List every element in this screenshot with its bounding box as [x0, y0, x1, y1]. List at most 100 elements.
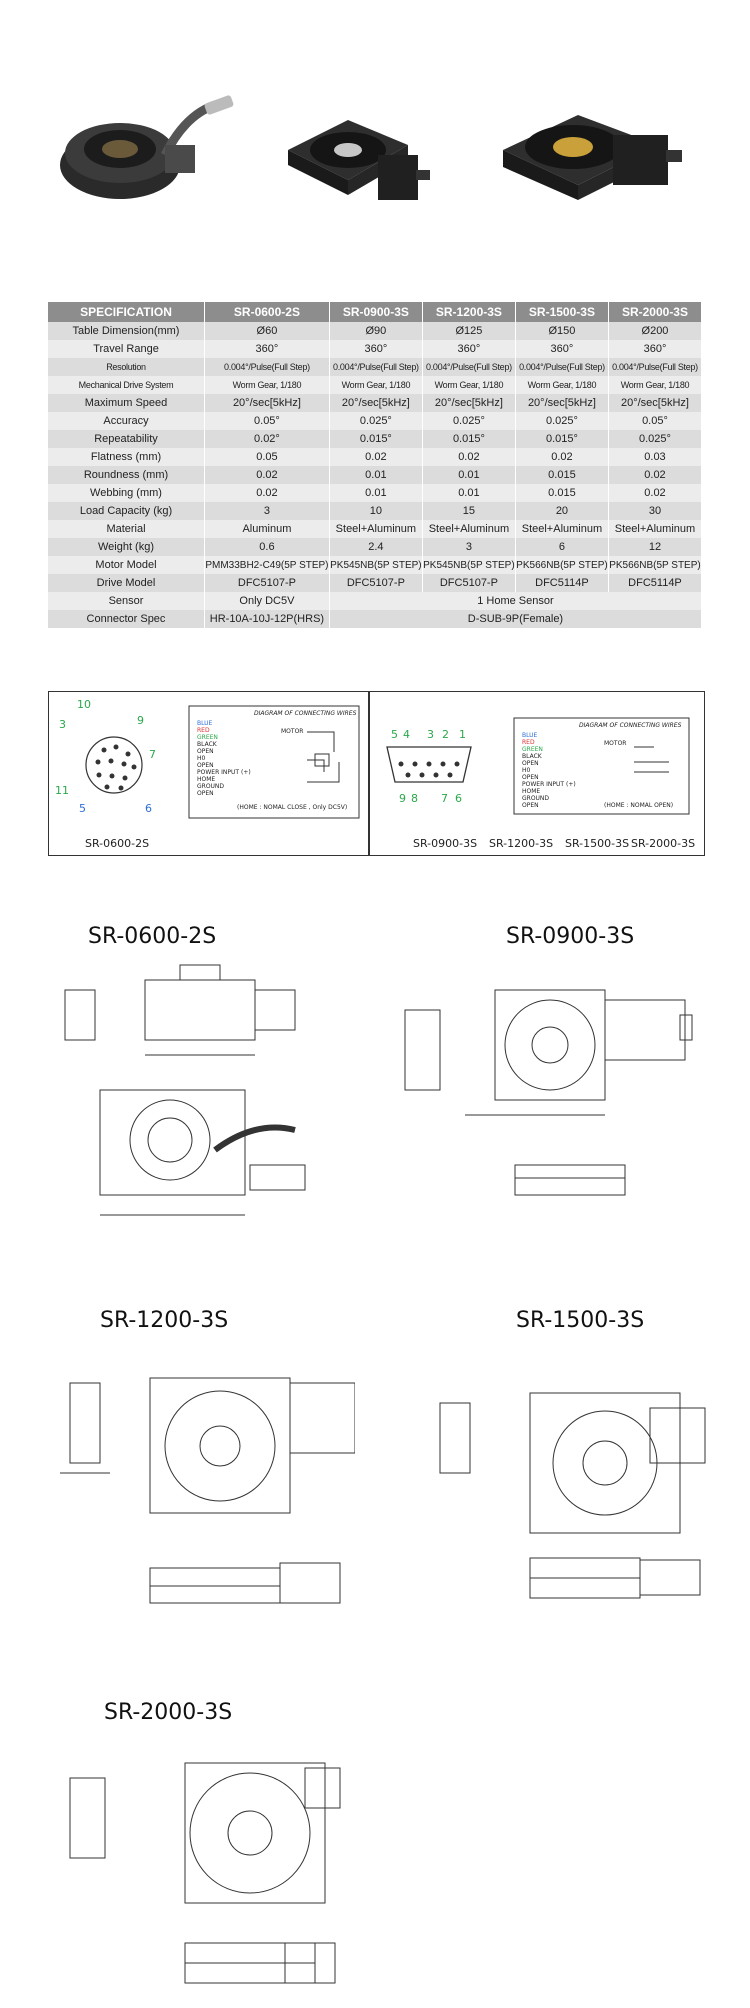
- spec-value: PK545NB(5P STEP): [422, 556, 516, 574]
- spec-value: 360°: [515, 340, 609, 358]
- header-cell: SR-2000-3S: [608, 302, 703, 322]
- spec-value: 0.015: [515, 466, 609, 484]
- spec-value: 0.015°: [329, 430, 423, 448]
- spec-label: Resolution: [48, 358, 205, 376]
- spec-value: HR-10A-10J-12P(HRS): [204, 610, 330, 628]
- wire-list: BLUE RED GREEN BLACK OPEN H0 OPEN POWER …: [197, 720, 251, 797]
- spec-label: Travel Range: [48, 340, 205, 358]
- wire-item: GREEN: [197, 734, 218, 741]
- spec-value: 0.02: [204, 466, 330, 484]
- spec-value: 0.03: [608, 448, 703, 466]
- spec-value: PK545NB(5P STEP): [329, 556, 423, 574]
- spec-value: Worm Gear, 1/180: [204, 376, 330, 394]
- spec-value: Steel+Aluminum: [422, 520, 516, 538]
- pin-label: 6: [145, 802, 152, 815]
- pin-label: 7: [441, 792, 448, 805]
- product-photo-sr-1500-3s: [498, 95, 688, 205]
- drawing-title: SR-2000-3S: [104, 1700, 233, 1725]
- wire-item: GREEN: [522, 746, 543, 753]
- spec-value: 10: [329, 502, 423, 520]
- spec-value: 0.02: [204, 484, 330, 502]
- spec-label: Webbing (mm): [48, 484, 205, 502]
- wire-item: POWER INPUT (+): [522, 781, 576, 788]
- spec-value: 0.004°/Pulse(Full Step): [515, 358, 609, 376]
- spec-value: DFC5107-P: [422, 574, 516, 592]
- drawing-sr-1500-3s: [400, 1348, 720, 1638]
- spec-value: Worm Gear, 1/180: [329, 376, 423, 394]
- spec-label: Roundness (mm): [48, 466, 205, 484]
- pin-label: 2: [442, 728, 449, 741]
- spec-value: 0.01: [422, 466, 516, 484]
- motor-label: MOTOR: [281, 728, 304, 735]
- pin-label: 3: [59, 718, 66, 731]
- wire-item: BLUE: [522, 732, 538, 739]
- spec-value: 12: [608, 538, 703, 556]
- dsub-9pin-connector-icon: [386, 746, 472, 783]
- spec-value: 0.015°: [515, 430, 609, 448]
- connector-12pin-icon: [85, 736, 143, 794]
- header-cell: SR-0900-3S: [329, 302, 423, 322]
- spec-label: Connector Spec: [48, 610, 205, 628]
- spec-label: Motor Model: [48, 556, 205, 574]
- spec-value: Worm Gear, 1/180: [422, 376, 516, 394]
- spec-label: Repeatability: [48, 430, 205, 448]
- spec-value: 0.025°: [515, 412, 609, 430]
- spec-value: 0.02: [422, 448, 516, 466]
- spec-value: 0.02: [608, 466, 703, 484]
- spec-value: DFC5107-P: [329, 574, 423, 592]
- spec-value: 20°/sec[5kHz]: [515, 394, 609, 412]
- pin-label: 9: [137, 714, 144, 727]
- spec-value: Worm Gear, 1/180: [515, 376, 609, 394]
- pinout-caption: SR-1500-3S: [565, 837, 630, 850]
- pin-label: 4: [403, 728, 410, 741]
- pin-label: 11: [55, 784, 69, 797]
- spec-value: Ø60: [204, 322, 330, 340]
- spec-value: 15: [422, 502, 516, 520]
- drawing-sr-0900-3s: [395, 960, 715, 1240]
- diagram-note: (HOME : NOMAL OPEN): [604, 802, 674, 809]
- pin-label: 7: [149, 748, 156, 761]
- spec-label: Flatness (mm): [48, 448, 205, 466]
- spec-value: 360°: [608, 340, 703, 358]
- spec-table-header: SPECIFICATION SR-0600-2S SR-0900-3S SR-1…: [48, 302, 703, 322]
- spec-value: 0.004°/Pulse(Full Step): [422, 358, 516, 376]
- spec-value: 0.01: [422, 484, 516, 502]
- wire-item: BLACK: [522, 753, 542, 760]
- drawing-title: SR-1500-3S: [516, 1308, 645, 1333]
- spec-label: Accuracy: [48, 412, 205, 430]
- spec-value: 20°/sec[5kHz]: [329, 394, 423, 412]
- spec-value: Steel+Aluminum: [608, 520, 703, 538]
- wire-item: OPEN: [522, 802, 539, 809]
- spec-value: Ø90: [329, 322, 423, 340]
- spec-value: 0.02: [329, 448, 423, 466]
- spec-value: Steel+Aluminum: [329, 520, 423, 538]
- pin-label: 10: [77, 698, 91, 711]
- header-cell: SR-0600-2S: [204, 302, 330, 322]
- spec-label: Material: [48, 520, 205, 538]
- spec-label: Mechanical Drive System: [48, 376, 205, 394]
- spec-value: Ø150: [515, 322, 609, 340]
- spec-value: 360°: [422, 340, 516, 358]
- wire-item: BLUE: [197, 720, 213, 727]
- spec-value: 3: [204, 502, 330, 520]
- spec-table: SPECIFICATION SR-0600-2S SR-0900-3S SR-1…: [48, 302, 703, 628]
- spec-value: 1 Home Sensor: [329, 592, 703, 610]
- spec-value: Ø125: [422, 322, 516, 340]
- spec-value: 0.004°/Pulse(Full Step): [204, 358, 330, 376]
- header-cell: SR-1200-3S: [422, 302, 516, 322]
- drawing-title: SR-0900-3S: [506, 924, 635, 949]
- spec-label: Drive Model: [48, 574, 205, 592]
- spec-value: PMM33BH2-C49(5P STEP): [204, 556, 330, 574]
- spec-value: 0.025°: [329, 412, 423, 430]
- wire-item: HOME: [197, 776, 216, 783]
